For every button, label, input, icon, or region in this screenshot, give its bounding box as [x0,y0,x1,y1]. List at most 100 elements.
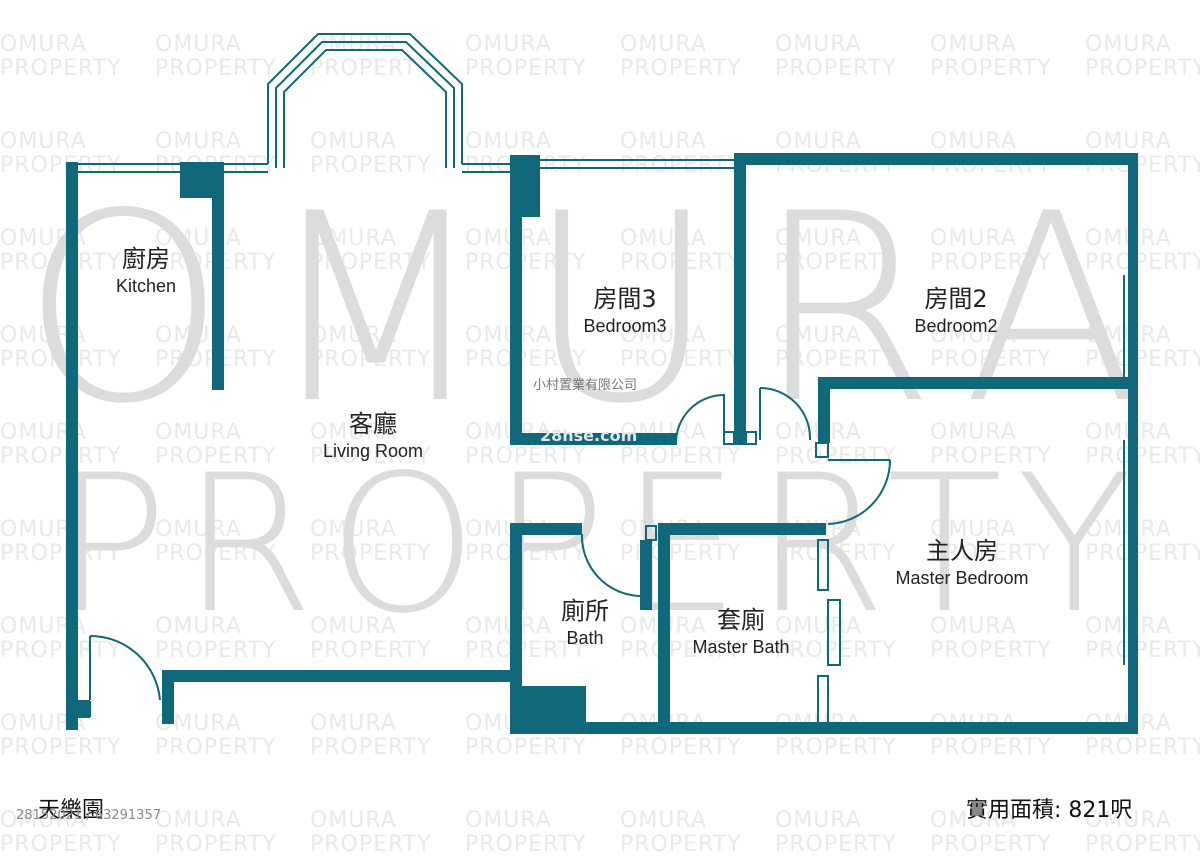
room-bedroom3-en: Bedroom3 [583,316,667,336]
watermark-tile: PROPERTY [155,638,277,663]
watermark-tile: OMURA [930,226,1017,251]
watermark-tile: OMURA [1085,129,1172,154]
watermark-tile: PROPERTY [310,735,432,760]
watermark-tile: OMURA [620,32,707,57]
watermark-tile: OMURA [930,129,1017,154]
watermark-site: 28hse.com [540,426,638,445]
watermark-tile: PROPERTY [930,56,1052,81]
watermark-tile: OMURA [310,323,397,348]
watermark-tile: OMURA [155,711,242,736]
watermark-tile: OMURA [465,129,552,154]
watermark-big-property: PROPERTY [53,434,1147,655]
room-master-bedroom-zh: 主人房 [926,537,998,565]
watermark-tile: OMURA [155,129,242,154]
wall-bedroom3-left [510,155,522,445]
watermark-tile: OMURA [465,32,552,57]
watermark-tile: OMURA [0,226,87,251]
usable-area: 實用面積: 821呎 [966,792,1132,824]
watermark-tile: PROPERTY [775,638,897,663]
watermark-tile: PROPERTY [620,56,742,81]
watermark-tile: OMURA [310,614,397,639]
wall-living-bottom [162,670,522,682]
watermark-tile: PROPERTY [465,638,587,663]
watermark-tile: OMURA [155,808,242,833]
watermark-tile: PROPERTY [620,347,742,372]
watermark-tile: PROPERTY [1085,250,1200,275]
watermark-tile: PROPERTY [310,56,432,81]
wall-masterbath-top [660,523,826,535]
watermark-tile: OMURA [1085,422,1172,444]
watermark-tile: OMURA [310,226,397,251]
watermark-tile: PROPERTY [930,541,1052,566]
watermark-tile: OMURA [155,614,242,639]
watermark-tile: OMURA [310,420,397,445]
watermark-tile: OMURA [1085,808,1172,833]
room-living-en: Living Room [322,441,424,461]
room-kitchen-zh: 廚房 [122,245,170,273]
watermark-tile: PROPERTY [465,541,587,566]
room-master-bath-zh: 套廁 [717,606,765,634]
wall-bottom [510,722,1138,734]
watermark-tile: PROPERTY [620,250,742,275]
room-master-bath: 套廁 Master Bath [676,605,806,659]
watermark-tile: PROPERTY [930,250,1052,275]
watermark-tile: OMURA [155,517,242,542]
watermark-tile: PROPERTY [465,250,587,275]
room-master-bath-en: Master Bath [692,637,790,657]
watermark-tile: OMURA [930,32,1017,57]
watermark-tile: OMURA [775,323,862,348]
room-living-zh: 客廳 [349,410,397,438]
room-bedroom2-zh: 房間2 [924,285,988,313]
watermark-tile: OMURA [1085,32,1172,57]
watermark-tile: PROPERTY [0,347,122,372]
wall-master-left-top [818,377,830,443]
watermark-tile: PROPERTY [310,250,432,275]
watermark-tile: PROPERTY [620,444,742,469]
watermark-tile: OMURA [1085,519,1172,541]
room-bedroom2: 房間2 Bedroom2 [891,284,1021,338]
watermark-tile: OMURA [310,711,397,736]
watermark-tile: PROPERTY [310,347,432,372]
watermark-tile: PROPERTY [775,347,897,372]
contact-phone: 28152021 / 63291357 [16,808,161,823]
watermark-tile: OMURA [1085,616,1172,638]
usable-area-value: 821呎 [1068,798,1133,823]
watermark-tile: OMURA [930,323,1017,348]
watermark-tile: OMURA [930,517,1017,542]
watermark-tile: PROPERTY [155,541,277,566]
watermark-tile: OMURA [0,32,87,57]
watermark-tile: OMURA [155,32,242,57]
watermark-tile: PROPERTY [0,735,122,760]
room-bath-zh: 廁所 [561,597,609,625]
watermark-tile: OMURA [0,129,87,154]
watermark-tile: OMURA [620,808,707,833]
estate-name: 天樂園 [38,798,105,823]
watermark-tile: PROPERTY [775,735,897,760]
watermark-tile: OMURA [1085,325,1172,347]
watermark-tile: OMURA [775,32,862,57]
watermark-tile: PROPERTY [930,638,1052,663]
watermark-tile: OMURA [1085,228,1172,250]
watermark-tile: OMURA [620,226,707,251]
wall-b2-master [818,377,1138,389]
watermark-tile: OMURA [0,614,87,639]
watermark-tile: PROPERTY [0,56,122,81]
watermark-tile: PROPERTY [155,735,277,760]
usable-area-label: 實用面積: [966,798,1062,823]
watermark-big-omura: OMURA [21,159,1179,461]
watermark-tile: PROPERTY [775,541,897,566]
watermark-tile: OMURA [310,129,397,154]
watermark-tile: OMURA [0,711,87,736]
watermark-tile: PROPERTY [1085,56,1200,81]
watermark-tile: PROPERTY [0,250,122,275]
watermark-tile: OMURA [775,808,862,833]
door-bedroom2 [759,387,812,441]
door-master [827,459,891,525]
room-kitchen: 廚房 Kitchen [96,244,196,298]
watermark-tile: PROPERTY [0,541,122,566]
watermark-tile: PROPERTY [465,735,587,760]
watermark-tile: PROPERTY [155,444,277,469]
watermark-tile: OMURA [155,420,242,445]
watermark-tile: OMURA [620,323,707,348]
watermark-tile: OMURA [930,420,1017,445]
